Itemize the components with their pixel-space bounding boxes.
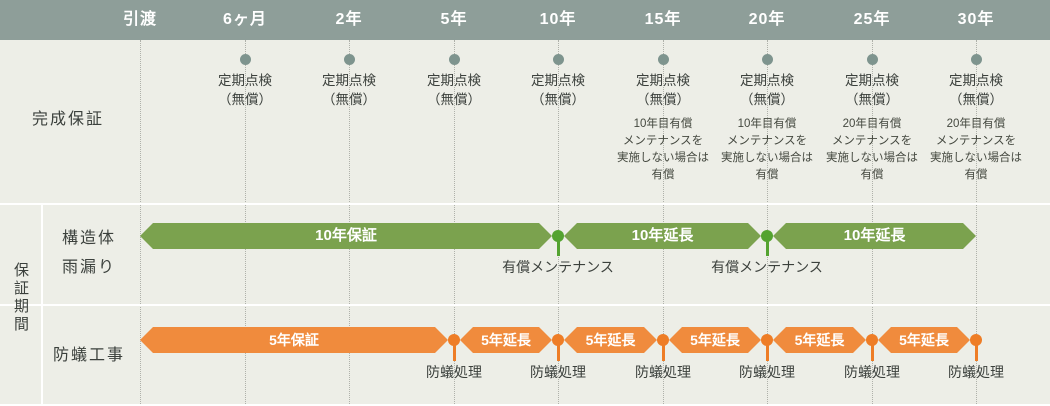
paid-maintenance-dot	[552, 230, 564, 242]
row-separator	[0, 404, 1050, 406]
warranty-bar-termite: 5年保証	[140, 327, 448, 353]
header-col-5years: 5年	[440, 11, 468, 28]
termite-treatment-stem	[871, 340, 874, 361]
termite-treatment-stem	[975, 340, 978, 361]
inspection-title: 定期点検 （無償）	[949, 73, 1003, 107]
warranty-bar-termite-extension: 5年延長	[564, 327, 657, 353]
paid-maintenance-label: 有償メンテナンス	[502, 259, 614, 275]
warranty-bar-termite-extension: 5年延長	[773, 327, 866, 353]
warranty-bar-termite-extension: 5年延長	[878, 327, 970, 353]
inspection-point: 定期点検 （無償）	[498, 54, 618, 116]
inspection-title: 定期点検 （無償）	[845, 73, 899, 107]
inspection-note: 20年目有償 メンテナンスを 実施しない場合は 有償	[826, 118, 918, 181]
termite-treatment-dot	[866, 334, 878, 346]
paid-maintenance-stem	[766, 236, 769, 256]
paid-maintenance-stem	[557, 236, 560, 256]
termite-treatment-label: 防蟻処理	[426, 364, 482, 380]
inspection-dot	[761, 54, 773, 65]
paid-maintenance-dot	[761, 230, 773, 242]
column-separator	[41, 204, 43, 406]
termite-treatment-stem	[453, 340, 456, 361]
row-separator	[0, 304, 1050, 306]
warranty-bar-structure-extension: 10年延長	[773, 223, 976, 249]
inspection-dot	[343, 54, 355, 65]
inspection-title: 定期点検 （無償）	[636, 73, 690, 107]
header-col-hikiwatashi: 引渡	[122, 11, 157, 28]
termite-treatment-label: 防蟻処理	[948, 364, 1004, 380]
header-col-20years: 20年	[748, 11, 786, 28]
inspection-dot	[239, 54, 251, 65]
row-label-structure-rainleak: 構造体 雨漏り	[61, 230, 116, 276]
termite-treatment-label: 防蟻処理	[739, 364, 795, 380]
header-col-6months: 6ヶ月	[223, 11, 267, 28]
inspection-dot	[866, 54, 878, 65]
termite-treatment-dot	[970, 334, 982, 346]
termite-treatment-dot	[552, 334, 564, 346]
inspection-point: 定期点検 （無償） 10年目有償 メンテナンスを 実施しない場合は 有償	[707, 54, 827, 184]
header-col-15years: 15年	[644, 11, 682, 28]
inspection-dot	[657, 54, 669, 65]
gridline	[976, 40, 977, 406]
row-label-termite-work: 防蟻工事	[52, 347, 125, 364]
inspection-title: 定期点検 （無償）	[427, 73, 481, 107]
termite-treatment-dot	[448, 334, 460, 346]
inspection-title: 定期点検 （無償）	[531, 73, 585, 107]
paid-maintenance-label: 有償メンテナンス	[711, 259, 823, 275]
inspection-point: 定期点検 （無償） 10年目有償 メンテナンスを 実施しない場合は 有償	[603, 54, 723, 184]
gridline	[767, 40, 768, 406]
gridline	[140, 40, 141, 406]
termite-treatment-stem	[766, 340, 769, 361]
termite-treatment-dot	[761, 334, 773, 346]
inspection-note: 10年目有償 メンテナンスを 実施しない場合は 有償	[721, 118, 813, 181]
inspection-dot	[448, 54, 460, 65]
inspection-point: 定期点検 （無償）	[185, 54, 305, 116]
inspection-point: 定期点検 （無償）	[289, 54, 409, 116]
termite-treatment-label: 防蟻処理	[530, 364, 586, 380]
inspection-dot	[970, 54, 982, 65]
warranty-bar-structure: 10年保証	[140, 223, 552, 249]
inspection-title: 定期点検 （無償）	[218, 73, 272, 107]
termite-treatment-stem	[557, 340, 560, 361]
gridline	[558, 40, 559, 406]
inspection-dot	[552, 54, 564, 65]
timeline-header: 引渡 6ヶ月 2年 5年 10年 15年 20年 25年 30年	[0, 0, 1050, 40]
inspection-point: 定期点検 （無償） 20年目有償 メンテナンスを 実施しない場合は 有償	[916, 54, 1036, 184]
inspection-point: 定期点検 （無償） 20年目有償 メンテナンスを 実施しない場合は 有償	[812, 54, 932, 184]
header-col-10years: 10年	[539, 11, 577, 28]
termite-treatment-label: 防蟻処理	[635, 364, 691, 380]
inspection-note: 20年目有償 メンテナンスを 実施しない場合は 有償	[930, 118, 1022, 181]
warranty-bar-termite-extension: 5年延長	[669, 327, 761, 353]
inspection-point: 定期点検 （無償）	[394, 54, 514, 116]
inspection-title: 定期点検 （無償）	[322, 73, 376, 107]
header-col-2years: 2年	[335, 11, 363, 28]
warranty-bar-structure-extension: 10年延長	[564, 223, 761, 249]
row-label-completion-guarantee: 完成保証	[31, 111, 104, 128]
warranty-bar-termite-extension: 5年延長	[460, 327, 552, 353]
side-label-warranty-period: 保証期間	[12, 262, 29, 334]
termite-treatment-label: 防蟻処理	[844, 364, 900, 380]
header-col-25years: 25年	[853, 11, 891, 28]
termite-treatment-dot	[657, 334, 669, 346]
inspection-note: 10年目有償 メンテナンスを 実施しない場合は 有償	[617, 118, 709, 181]
inspection-title: 定期点検 （無償）	[740, 73, 794, 107]
header-col-30years: 30年	[957, 11, 995, 28]
row-separator	[0, 203, 1050, 205]
termite-treatment-stem	[662, 340, 665, 361]
